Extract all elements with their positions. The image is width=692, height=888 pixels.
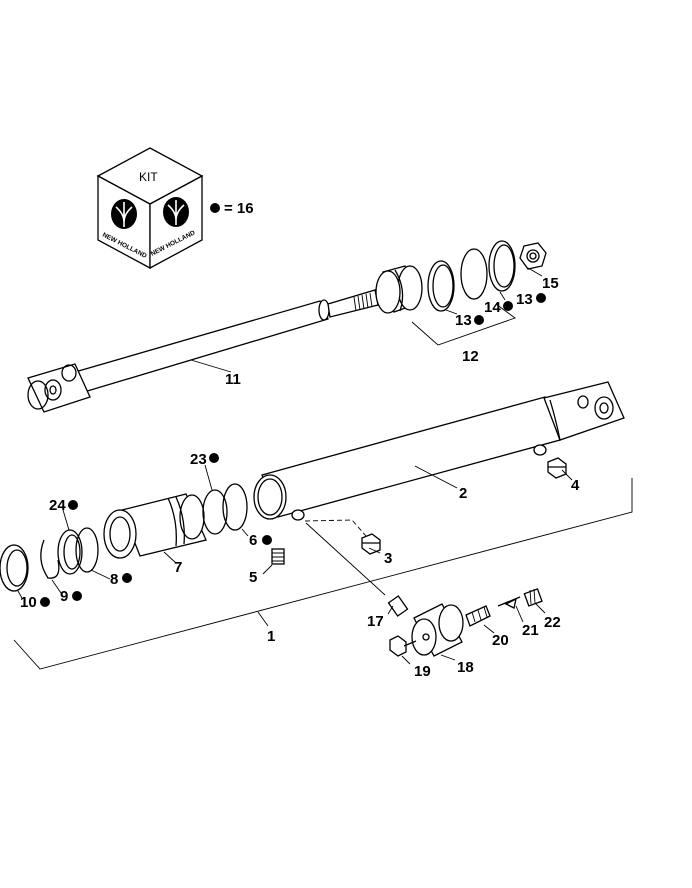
callout-18: 18 [457,659,474,676]
callout-17: 17 [367,613,384,630]
callout-21: 21 [522,622,539,639]
kit-dot-24 [68,500,78,510]
fitting-4 [547,457,567,479]
dashed-leader-3 [304,519,367,537]
callout-8: 8 [110,571,118,588]
gland-7 [103,493,207,559]
legend-value: = 16 [224,200,254,217]
callout-1: 1 [267,628,275,645]
valve-block-18 [411,603,464,657]
piston-assembly [375,265,423,314]
callout-22: 22 [544,614,561,631]
o-ring-6 [222,483,248,531]
o-ring-8 [75,527,99,573]
callout-19: 19 [414,663,431,680]
kit-dot-8 [122,573,132,583]
nut-15 [519,242,547,270]
cylinder-barrel [253,381,625,521]
callout-10: 10 [20,594,37,611]
legend-dot [210,203,220,213]
leaf-logo-icon [111,199,137,229]
callout-11: 11 [225,371,241,388]
kit-dot-6 [262,535,272,545]
seal-ring-24 [57,529,83,575]
pin-21 [497,596,521,609]
callout-13a: 13 [455,312,472,329]
callout-15: 15 [542,275,559,292]
callout-24: 24 [49,497,66,514]
kit-dot-23 [209,453,219,463]
plug-5 [271,548,285,565]
seal-ring-23 [202,489,228,535]
snap-ring-9 [40,539,60,579]
callout-14: 14 [484,299,501,316]
kit-title: KIT [139,170,158,184]
callout-5: 5 [249,569,257,586]
kit-dot-13a [474,315,484,325]
kit-dot-13b [536,293,546,303]
seal-ring-13a [427,260,455,312]
leader-lines [17,267,573,665]
callout-3: 3 [384,550,392,567]
o-ring-14 [460,248,488,300]
kit-dot-14 [503,301,513,311]
leader-17 [305,522,386,596]
seal-ring-13b [488,240,516,292]
wiper-10 [0,544,29,592]
fitting-17 [387,595,409,617]
bracket-12 [411,303,516,346]
kit-dot-9 [72,591,82,601]
kit-box: KIT NEW HOLLAND NEW HOLLAND [96,147,204,270]
plug-22 [523,588,543,607]
callout-7: 7 [174,559,182,576]
callout-4: 4 [571,477,580,494]
adapter-20 [465,605,491,627]
leaf-logo-icon [163,197,189,227]
callout-13b: 13 [516,291,533,308]
callout-2: 2 [459,485,467,502]
callout-6: 6 [249,532,257,549]
callout-23: 23 [190,451,207,468]
bracket-1 [13,478,633,670]
callout-12: 12 [462,348,479,365]
bolt-19 [389,635,417,657]
fitting-3 [361,533,381,555]
callout-9: 9 [60,588,68,605]
callout-labels: 1 2 3 4 5 6 7 8 9 10 11 12 13 13 14 15 1… [20,275,580,680]
callout-20: 20 [492,632,509,649]
piston-rod [27,289,379,413]
kit-dot-10 [40,597,50,607]
